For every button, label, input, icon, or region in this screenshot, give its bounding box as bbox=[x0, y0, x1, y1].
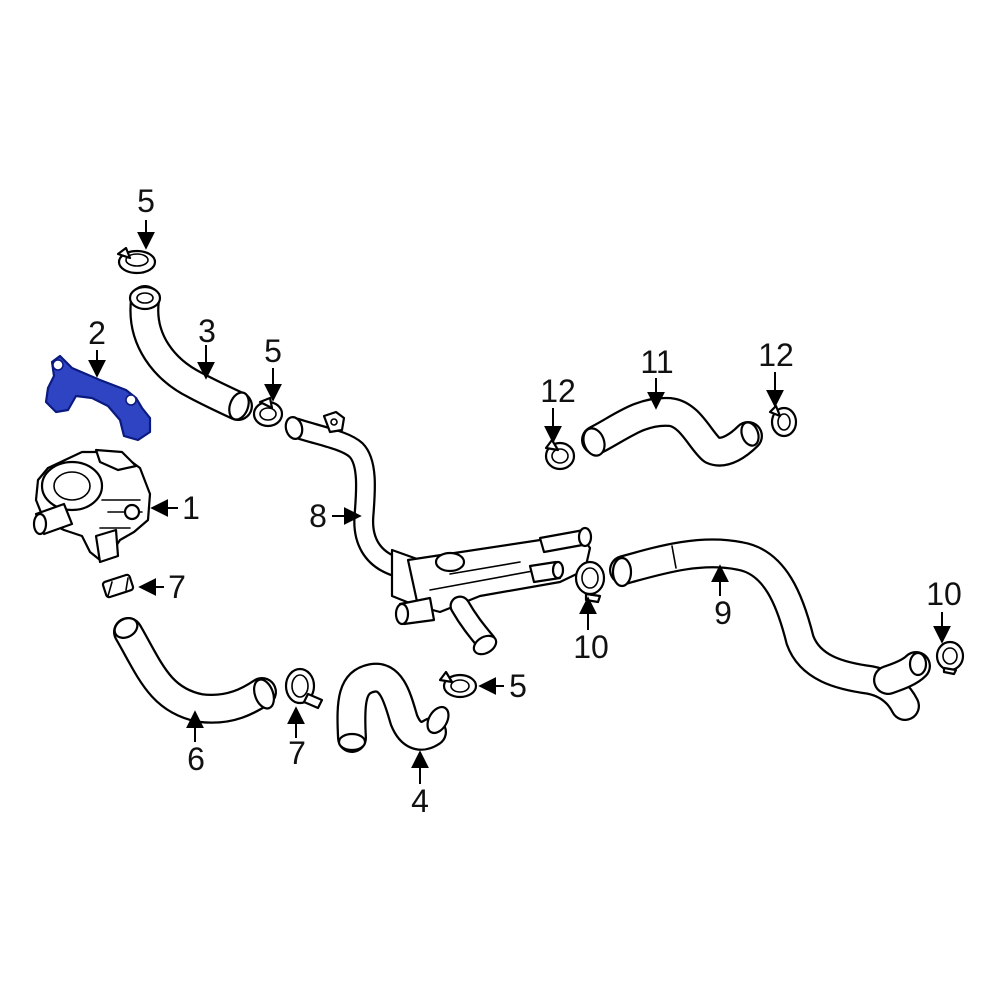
clamp-part-12-left[interactable] bbox=[544, 438, 576, 471]
callout-10-right: 10 bbox=[926, 576, 962, 612]
callout-8: 8 bbox=[309, 498, 327, 534]
clamp-part-10-right[interactable] bbox=[935, 640, 965, 676]
clamp-part-10-left[interactable] bbox=[574, 560, 606, 604]
callout-1: 1 bbox=[182, 490, 200, 526]
hose-part-9[interactable] bbox=[609, 538, 931, 721]
water-pump-part-1[interactable] bbox=[32, 448, 152, 564]
clamp-part-5-middle[interactable] bbox=[252, 396, 284, 428]
callout-5-lower: 5 bbox=[509, 668, 527, 704]
clamp-part-7-upper[interactable] bbox=[101, 573, 135, 599]
callout-3: 3 bbox=[198, 313, 216, 349]
callout-10-left: 10 bbox=[573, 629, 609, 665]
callout-5-top: 5 bbox=[137, 183, 155, 219]
clamp-part-5-lower[interactable] bbox=[438, 670, 478, 699]
hose-part-4[interactable] bbox=[336, 662, 453, 753]
callout-2: 2 bbox=[88, 315, 106, 351]
callout-5-middle: 5 bbox=[264, 333, 282, 369]
bracket-part-2[interactable] bbox=[44, 354, 152, 442]
callout-9: 9 bbox=[714, 595, 732, 631]
clamp-part-12-right[interactable] bbox=[768, 404, 798, 438]
hose-part-11[interactable] bbox=[580, 396, 763, 467]
callout-11: 11 bbox=[640, 344, 673, 380]
callout-12-left: 12 bbox=[540, 373, 576, 409]
callout-7-lower: 7 bbox=[288, 735, 306, 771]
callout-4: 4 bbox=[411, 783, 429, 819]
leader-lines bbox=[88, 220, 951, 784]
callout-12-right: 12 bbox=[758, 337, 794, 373]
pipe-part-8[interactable] bbox=[283, 410, 593, 658]
clamp-part-7-lower[interactable] bbox=[284, 667, 324, 710]
callout-6: 6 bbox=[187, 741, 205, 777]
hose-part-3[interactable] bbox=[128, 285, 253, 422]
hose-part-6[interactable] bbox=[111, 614, 277, 724]
clamp-part-5-top[interactable] bbox=[116, 246, 157, 275]
callout-labels: 5 2 3 5 1 7 8 6 7 5 4 10 9 10 11 12 12 bbox=[88, 183, 962, 819]
callout-7-upper: 7 bbox=[168, 569, 186, 605]
